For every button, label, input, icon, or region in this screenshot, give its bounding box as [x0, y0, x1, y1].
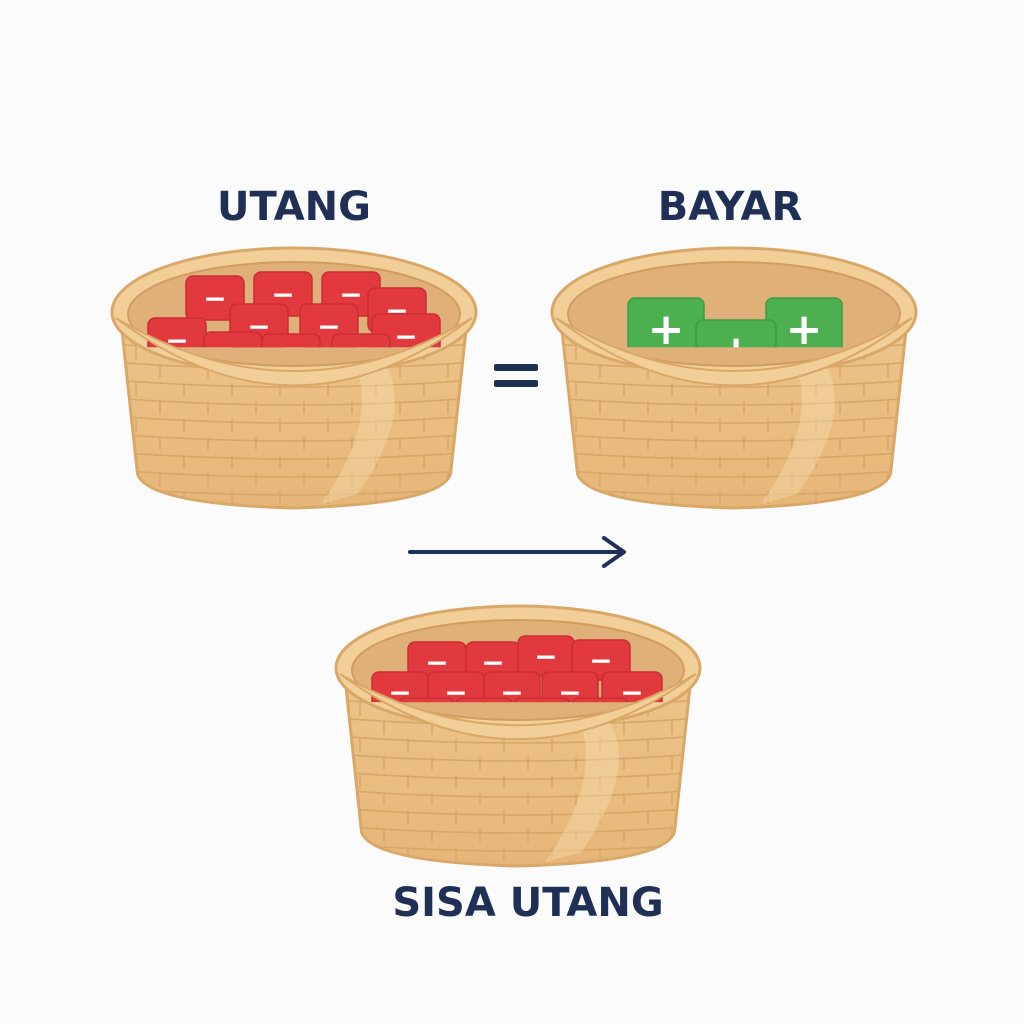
- svg-text:−: −: [472, 700, 495, 733]
- tile-group: + + +: [627, 297, 843, 377]
- negative-tile: −: [261, 333, 321, 373]
- negative-tile: −: [601, 671, 663, 709]
- svg-text:−: −: [425, 646, 448, 679]
- negative-tile: −: [517, 635, 575, 677]
- tile-group: −−−−−−−−−−−: [147, 271, 441, 373]
- negative-tile: −: [203, 331, 263, 371]
- negative-tile: −: [397, 697, 455, 733]
- negative-tile: −: [331, 333, 391, 373]
- svg-text:−: −: [339, 278, 362, 311]
- equals-sign: [494, 364, 538, 387]
- svg-text:−: −: [203, 282, 226, 315]
- label-remaining-debt: SISA UTANG: [392, 880, 663, 926]
- svg-text:−: −: [558, 676, 581, 709]
- svg-text:−: −: [414, 700, 437, 733]
- negative-tile: −: [483, 671, 541, 709]
- svg-text:−: −: [530, 700, 553, 733]
- negative-tile: −: [541, 671, 599, 709]
- svg-text:−: −: [388, 676, 411, 709]
- svg-text:−: −: [394, 320, 417, 353]
- basket-payment: + + +: [550, 246, 918, 510]
- basket-debt: −−−−−−−−−−−: [110, 246, 478, 510]
- arrow-right-icon: [408, 536, 626, 568]
- negative-tile: −: [571, 697, 629, 733]
- basket-remaining-debt: −−−−−−−−−−−−−: [334, 604, 702, 868]
- svg-text:−: −: [620, 676, 643, 709]
- svg-text:−: −: [221, 338, 244, 371]
- svg-text:−: −: [271, 278, 294, 311]
- svg-text:−: −: [481, 646, 504, 679]
- svg-text:−: −: [444, 676, 467, 709]
- svg-text:+: +: [786, 304, 823, 355]
- svg-text:+: +: [648, 304, 685, 355]
- tile-group: −−−−−−−−−−−−−: [371, 635, 663, 733]
- svg-text:−: −: [165, 324, 188, 357]
- basket-front-rim: [339, 673, 697, 741]
- svg-text:−: −: [500, 676, 523, 709]
- svg-text:−: −: [589, 644, 612, 677]
- positive-tile: +: [695, 319, 777, 377]
- positive-tile: +: [765, 297, 843, 355]
- svg-text:−: −: [534, 640, 557, 673]
- positive-tile: +: [627, 297, 705, 355]
- negative-tile: −: [455, 697, 513, 733]
- label-payment: BAYAR: [658, 184, 803, 230]
- basket-front-rim: [115, 317, 473, 387]
- negative-tile: −: [513, 697, 571, 733]
- svg-text:+: +: [718, 326, 755, 377]
- svg-text:−: −: [588, 700, 611, 733]
- svg-text:−: −: [279, 340, 302, 373]
- negative-tile: −: [571, 639, 631, 681]
- basket-front-rim: [555, 317, 913, 387]
- label-debt: UTANG: [217, 184, 371, 230]
- svg-text:−: −: [349, 340, 372, 373]
